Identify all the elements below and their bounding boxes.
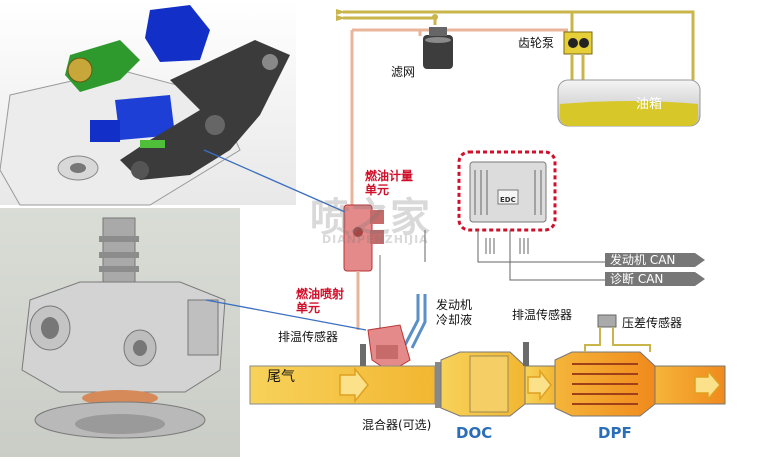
label-injection-unit-1: 燃油喷射 [296,287,345,301]
label-metering-unit-1: 燃油计量 [365,169,414,183]
fuel-lines [343,10,695,85]
label-filter: 滤网 [391,65,416,79]
label-gear-pump: 齿轮泵 [518,36,555,50]
pressure-sensor-icon [584,314,651,352]
gear-pump-icon [563,31,593,55]
injection-unit-icon [367,324,411,373]
filter-icon [423,27,453,69]
label-diagnostic-can: 诊断 CAN [610,272,664,286]
metering-unit-photo [0,0,296,206]
label-fuel-tank: 油箱 [636,97,663,112]
watermark-pinyin: DIANPENZHIJIA [322,233,429,246]
label-temp-sensor-left: 排温传感器 [278,330,339,344]
dpf-channels [572,363,638,405]
label-diff-pressure-sensor: 压差传感器 [622,316,683,330]
can-arrows [605,253,705,286]
coolant-lines [403,294,427,349]
watermark-brand: 喷之家 [310,195,430,241]
temp-sensor-left-icon [360,344,366,366]
label-coolant-1: 发动机 [436,298,473,312]
ecu-wires [424,230,605,281]
label-engine-can: 发动机 CAN [610,253,676,267]
label-dpf: DPF [598,424,632,442]
fuel-tank-icon [557,79,701,127]
label-mixer: 混合器(可选) [362,418,432,432]
label-doc: DOC [456,424,493,442]
label-metering-unit-2: 单元 [365,183,390,197]
temp-sensor-right-icon [523,342,529,366]
label-temp-sensor-right: 排温传感器 [512,308,573,322]
exhaust-pipe [249,351,726,417]
return-lines [350,28,568,210]
metering-unit-icon [343,204,384,272]
label-coolant-2: 冷却液 [436,313,473,327]
watermark: 喷之家 DIANPENZHIJIA [250,185,510,285]
label-injection-unit-2: 单元 [296,301,321,315]
label-exhaust: 尾气 [267,369,295,385]
ecu-box [457,150,557,232]
flow-arrows [339,366,721,404]
label-ecu-chip: EDC [500,196,516,204]
injection-unit-photo [0,208,240,457]
callout-lines [203,149,367,331]
